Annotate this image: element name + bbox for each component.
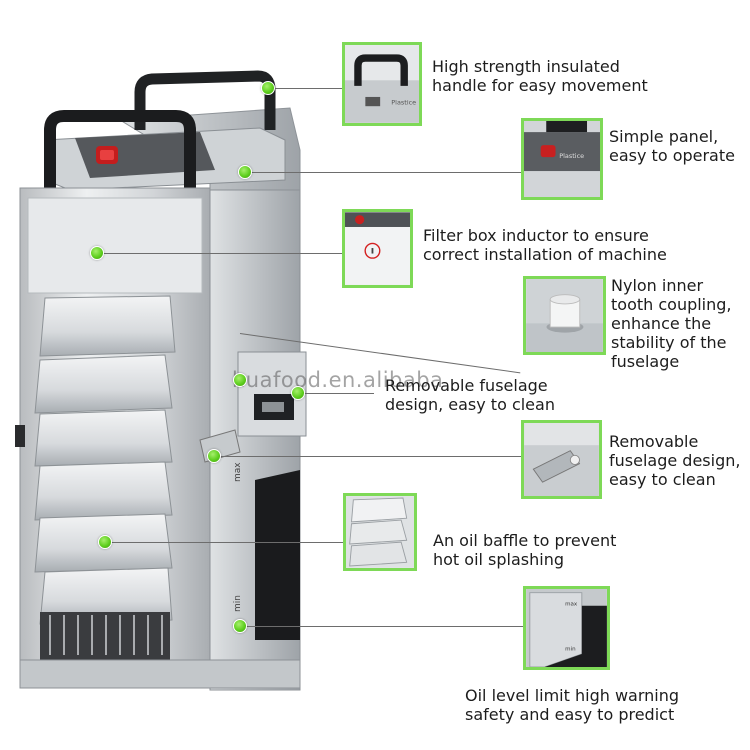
min-mark: min [233, 595, 243, 612]
thumb-level: max min [523, 586, 610, 670]
leader-inductor [97, 253, 342, 254]
marker-baffle-dot [98, 535, 112, 549]
leader-baffle [105, 542, 344, 543]
marker-fuselage2-dot [207, 449, 221, 463]
thumb-max-mark: max [565, 602, 578, 608]
callout-level: Oil level limit high warning safety and … [465, 686, 680, 724]
leader-panel [245, 172, 521, 173]
thumb-baffle [343, 493, 417, 571]
callout-inductor: Filter box inductor to ensure correct in… [423, 226, 667, 264]
thumb-panel: Plastice [521, 118, 603, 200]
marker-handle-dot [261, 81, 275, 95]
marker-level-dot [233, 619, 247, 633]
leader-fuselage1 [298, 393, 374, 394]
watermark: huafood.en.alibaba [232, 368, 444, 392]
thumb-inductor [342, 209, 413, 288]
marker-panel-dot [238, 165, 252, 179]
marker-inductor-dot [90, 246, 104, 260]
leader-handle [268, 88, 342, 89]
leader-level [240, 626, 523, 627]
marker-fuselage1-dot [291, 386, 305, 400]
marker-coupling-dot [233, 373, 247, 387]
oil-baffle-slats [34, 295, 176, 625]
callout-fuselage1: Removable fuselage design, easy to clean [385, 376, 555, 414]
callout-handle: High strength insulated handle for easy … [432, 57, 648, 95]
thumb-handle-brand: Plastice [391, 98, 416, 106]
thumb-min-mark: min [565, 646, 576, 652]
max-mark: max [233, 462, 243, 482]
callout-fuselage2: Removable fuselage design, easy to clean [609, 432, 741, 489]
oil-filter-machine-illustration: max min [15, 70, 307, 691]
thumb-handle: Plastice [342, 42, 422, 126]
thumb-coupling [523, 276, 606, 355]
thumb-fuselage [521, 420, 602, 499]
callout-baffle: An oil baffle to prevent hot oil splashi… [433, 531, 617, 569]
thumb-panel-brand: Plastice [559, 152, 584, 160]
callout-panel: Simple panel, easy to operate [609, 127, 735, 165]
leader-fuselage2 [214, 456, 522, 457]
callout-coupling: Nylon inner tooth coupling, enhance the … [611, 276, 732, 371]
